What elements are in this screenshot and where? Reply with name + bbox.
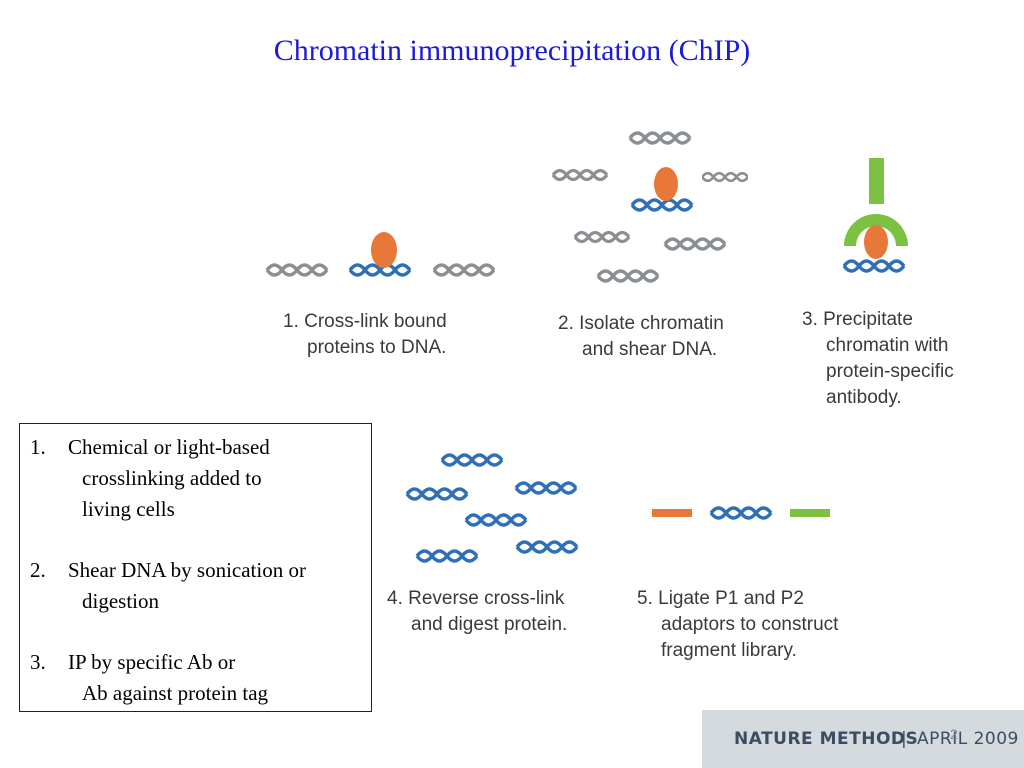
p2-adaptor [790,509,830,517]
p1-adaptor [652,509,692,517]
step3-antibody [844,158,908,246]
slide-title: Chromatin immunoprecipitation (ChIP) [273,34,751,67]
journal-date: APRIL 2009 [917,729,1019,749]
step4-fragments [407,455,577,561]
journal-separator: | [901,729,908,749]
step3-protein [864,225,888,259]
notes-box: 1.Chemical or light-based crosslinking a… [19,423,372,712]
journal-banner: NATURE METHODS | APRIL 2009 [702,710,1024,768]
journal-name: NATURE METHODS [734,729,919,749]
note-item: 2.Shear DNA by sonication or digestion [30,558,306,613]
step2-protein [654,167,678,201]
step5-dna [711,508,771,518]
step2-fragments [553,133,748,281]
step1-protein [371,232,397,268]
note-item: 1.Chemical or light-based crosslinking a… [30,435,270,521]
step3-dna [844,261,904,271]
note-item: 3.IP by specific Ab or Ab against protei… [30,650,269,705]
page-number: 2 [950,726,958,742]
